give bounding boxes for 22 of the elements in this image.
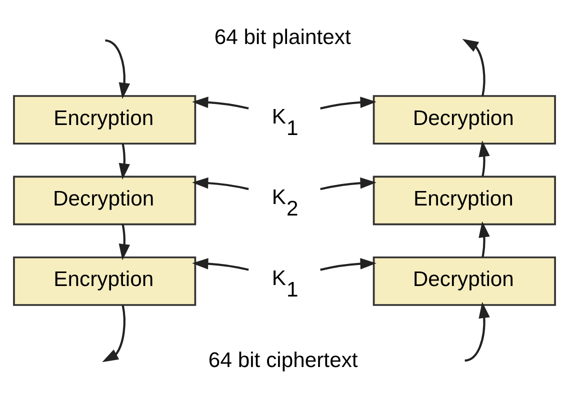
arrow: [478, 140, 490, 176]
arrow: [478, 220, 490, 257]
arrow: [105, 38, 130, 98]
arrow: [192, 258, 249, 270]
arrow: [192, 176, 249, 190]
node-box: Encryption: [372, 175, 556, 225]
arrow: [118, 224, 130, 260]
label: 64 bit plaintext: [214, 26, 351, 49]
node-box: Decryption: [372, 94, 556, 144]
arrow: [320, 176, 376, 190]
node-box: Decryption: [372, 256, 556, 306]
arrow: [192, 96, 249, 109]
arrow: [320, 258, 376, 270]
label: 64 bit ciphertext: [208, 348, 358, 372]
arrow: [462, 38, 486, 96]
node-box: Decryption: [13, 175, 196, 225]
arrow: [102, 304, 126, 362]
arrow: [320, 96, 376, 109]
arrow: [118, 143, 130, 180]
node-box: Encryption: [13, 256, 196, 306]
arrow: [464, 301, 490, 362]
node-box: Encryption: [13, 94, 196, 144]
